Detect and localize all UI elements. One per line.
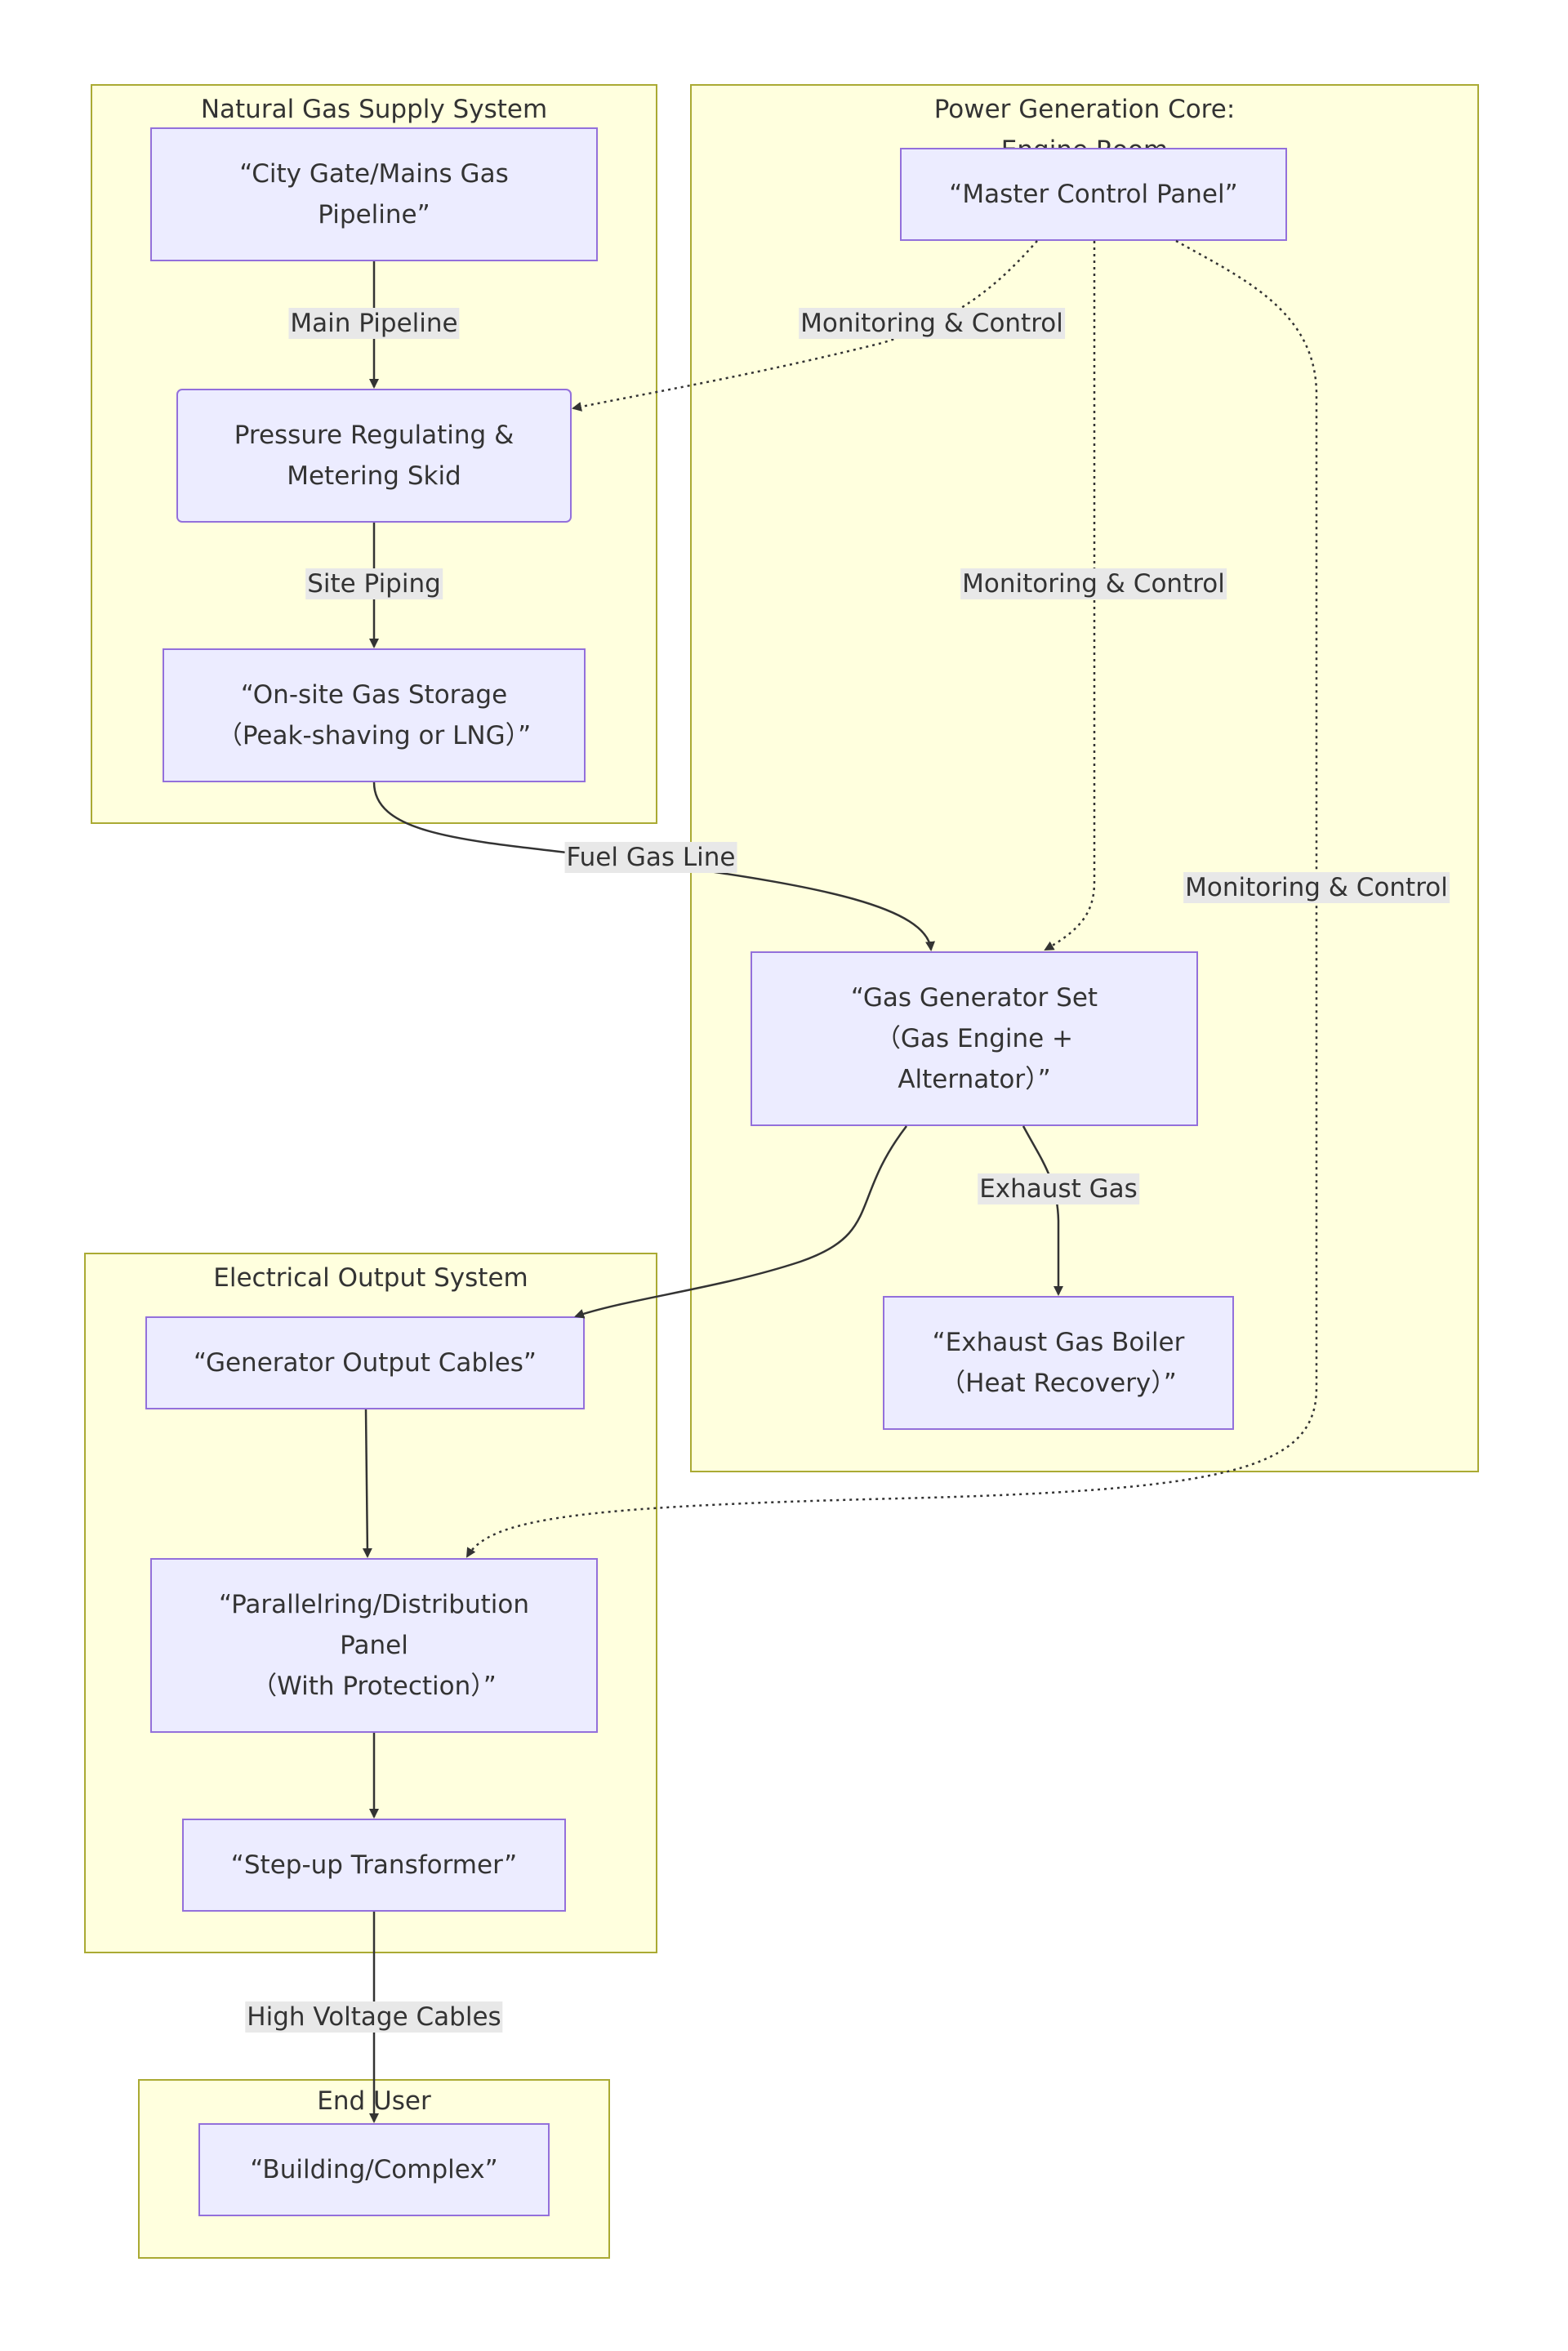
- edge-control-to-panel: [466, 239, 1318, 1558]
- edge-label-high-voltage: High Voltage Cables: [245, 2001, 503, 2033]
- node-output-cables[interactable]: “Generator Output Cables”: [145, 1316, 585, 1409]
- cluster-title-electrical: Electrical Output System: [213, 1263, 528, 1293]
- edge-label-monitoring-1: Monitoring & Control: [799, 308, 1065, 339]
- edge-label-monitoring-3: Monitoring & Control: [1183, 872, 1450, 903]
- edge-label-main-pipeline: Main Pipeline: [288, 308, 460, 339]
- node-building[interactable]: “Building/Complex”: [198, 2123, 550, 2216]
- node-master-control[interactable]: “Master Control Panel”: [900, 148, 1287, 241]
- edge-label-exhaust-gas: Exhaust Gas: [978, 1173, 1139, 1204]
- edge-label-site-piping: Site Piping: [305, 568, 443, 599]
- node-exhaust-boiler[interactable]: “Exhaust Gas Boiler （Heat Recovery）”: [883, 1296, 1234, 1430]
- node-generator-set[interactable]: “Gas Generator Set （Gas Engine + Alterna…: [751, 951, 1198, 1126]
- cluster-title-end-user: End User: [317, 2086, 431, 2116]
- cluster-title-gas-supply: Natural Gas Supply System: [200, 95, 548, 124]
- edge-generator-to-boiler: [1022, 1125, 1063, 1296]
- node-gas-storage[interactable]: “On-site Gas Storage （Peak-shaving or LN…: [163, 648, 586, 782]
- node-transformer[interactable]: “Step-up Transformer”: [182, 1819, 566, 1912]
- node-city-gate[interactable]: “City Gate/Mains Gas Pipeline”: [150, 127, 598, 261]
- edge-label-monitoring-2: Monitoring & Control: [960, 568, 1227, 599]
- edge-output-cables-to-panel: [362, 1409, 372, 1558]
- node-distribution-panel[interactable]: “Parallelring/Distribution Panel （With P…: [150, 1558, 598, 1733]
- edge-generator-to-output-cables: [574, 1125, 907, 1319]
- node-pressure-skid[interactable]: Pressure Regulating & Metering Skid: [176, 389, 572, 523]
- edge-label-fuel-gas-line: Fuel Gas Line: [564, 842, 737, 873]
